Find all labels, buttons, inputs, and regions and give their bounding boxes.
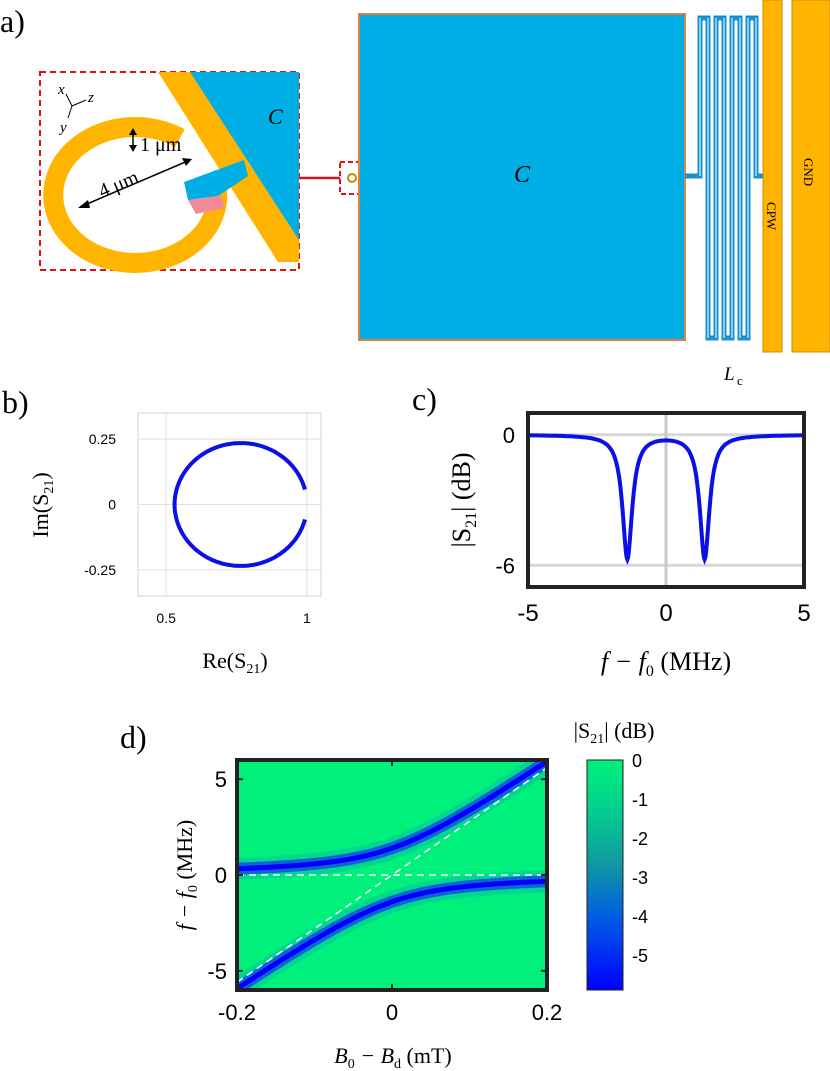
colorbar [586,759,624,991]
panel-c-chart: 0 -6-5 0 5 f − f0 (MHz) |S21| (dB) [447,411,811,680]
x-tick-label: 0.5 [156,610,176,626]
x-tick-label: -5 [517,600,538,627]
y-tick-label: 5 [215,767,227,792]
polariton-branch-core [237,878,547,990]
panel-d-chart: -0.2 0 0.2 5 0 -5 B0 − Bd (mT) f − f0 (MHz) 0… [172,718,654,1071]
y-tick-label: -0.25 [84,562,116,578]
panel-label-a: a) [0,3,25,39]
inset-capacitor-label: C [268,104,283,129]
gnd-label: GND [801,158,816,186]
inductor-label-sub: c [737,373,743,388]
cpw-label: CPW [764,202,779,231]
x-tick-label: -0.2 [218,1000,256,1025]
capacitor-plate [358,13,686,341]
panel-a-schematic: x z y 1 μm 4 μm C C L c CPW GND [39,0,830,388]
x-tick-label: 1 [303,610,311,626]
x-tick-label: 5 [797,600,810,627]
axis-x-label: x [57,82,65,98]
x-tick-label: 0 [659,600,672,627]
panel-c-xlabel: f − f0 (MHz) [601,647,731,680]
y-tick-label: -5 [207,959,227,984]
thickness-label: 1 μm [140,134,182,156]
axis-z-label: z [87,90,94,106]
panel-label-b: b) [2,384,29,420]
axes-glyph: x z y [57,82,94,136]
panel-label-c: c) [412,381,437,417]
cpw-strip [762,0,783,353]
polariton-branch-core [237,760,547,872]
capacitor-label: C [514,162,531,188]
magnon-line [237,767,547,983]
diameter-arrow [79,159,191,208]
s21-magnitude-curve [528,433,804,566]
colorbar-tick-label: 0 [632,751,642,771]
s21-circle [172,441,307,568]
panel-b-chart: 0.5 1 0.25 0 -0.25 Re(S21) Im(S21) [28,412,322,677]
y-tick-label: 0.25 [89,431,116,447]
x-tick-label: 0.2 [532,1000,563,1025]
loop-ring [43,117,228,273]
colorbar-tick-label: -4 [632,907,648,927]
panel-b-ylabel: Im(S21) [28,472,57,537]
colorbar-label: |S21| (dB) [574,718,655,747]
panel-d-ylabel: f − f0 (MHz) [172,820,201,930]
panel-b-xlabel: Re(S21) [202,648,267,677]
axis-y-label: y [58,120,67,136]
meander-inductor [685,15,764,341]
panel-c-ylabel: |S21| (dB) [447,452,480,547]
gnd-strip [791,0,830,353]
y-tick-label: -6 [495,553,515,578]
y-tick-label: 0 [108,497,116,513]
y-tick-label: 0 [215,863,227,888]
x-tick-label: 0 [386,1000,398,1025]
colorbar-tick-label: -3 [632,868,648,888]
colorbar-tick-label: -1 [632,790,648,810]
panel-d-xlabel: B0 − Bd (mT) [334,1043,451,1071]
loop-marker [347,173,357,183]
inset-blue-arm [184,160,248,200]
y-tick-label: 0 [503,423,515,448]
colorbar-tick-label: -5 [632,946,648,966]
panel-label-d: d) [120,719,147,755]
junction [188,196,224,214]
colorbar-tick-label: -2 [632,829,648,849]
inductor-label: L [723,364,735,385]
